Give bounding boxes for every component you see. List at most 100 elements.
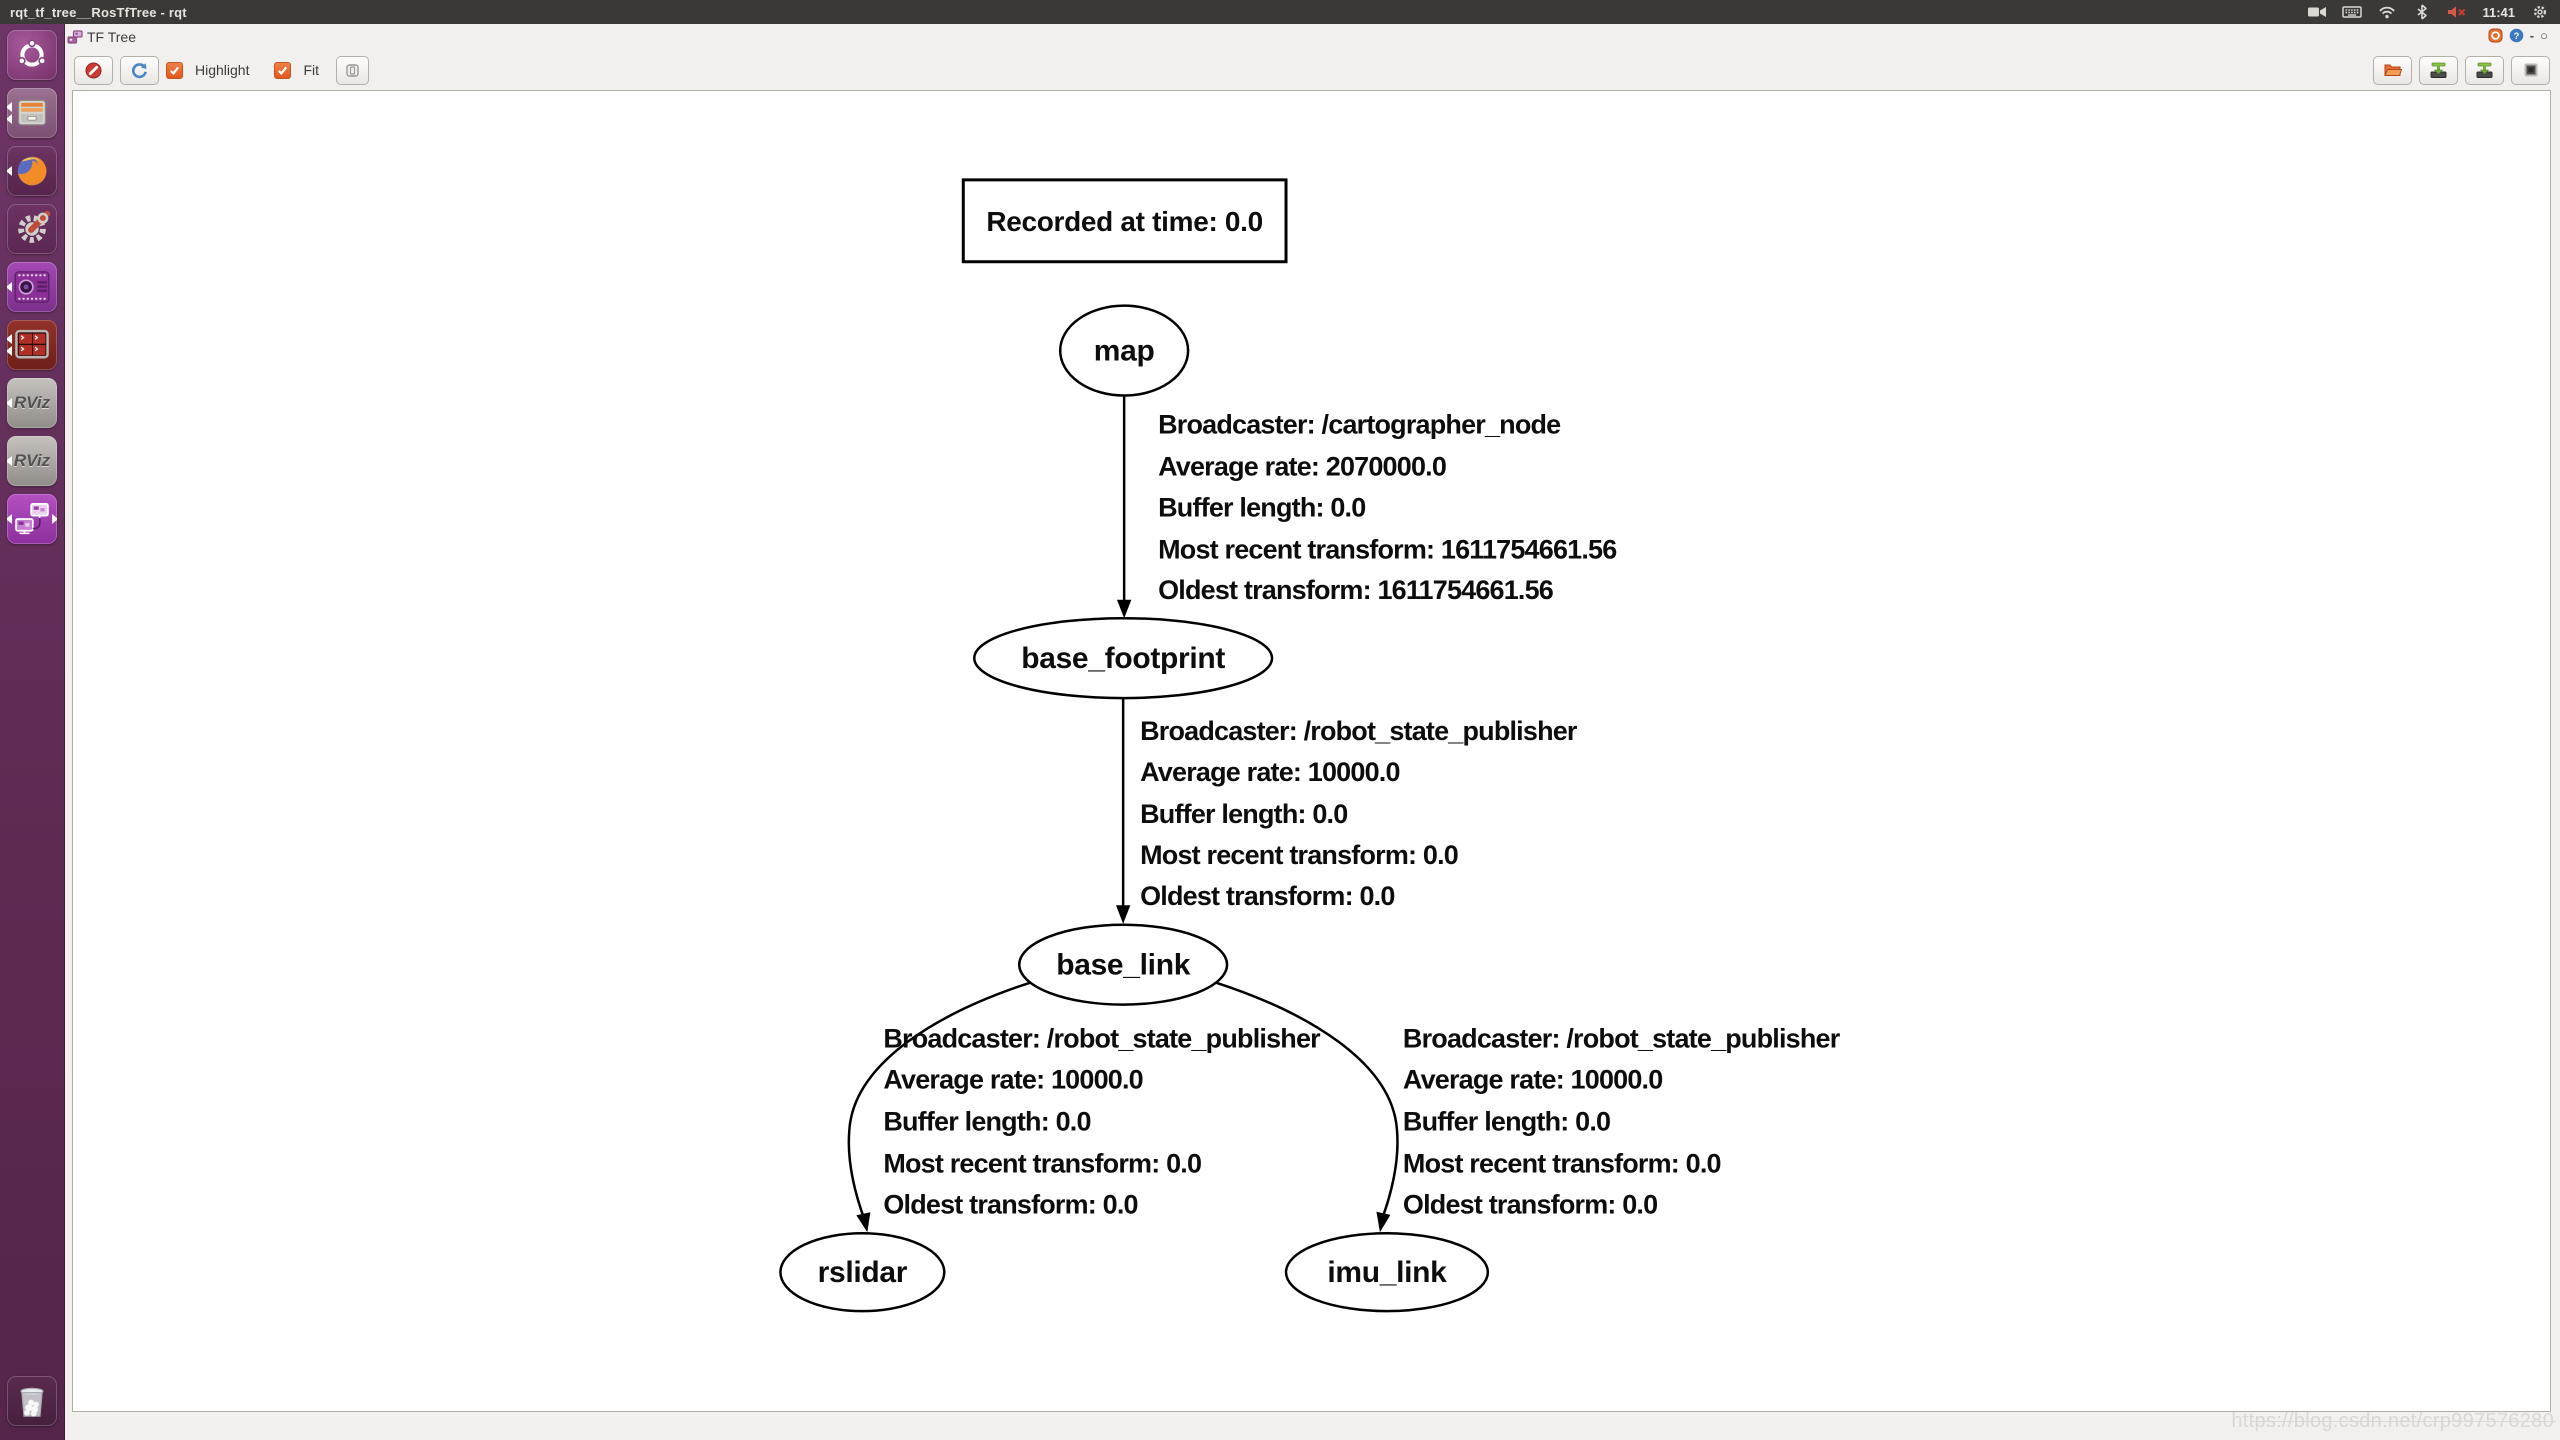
running-arrow <box>7 114 12 124</box>
node-base-link <box>1017 923 1229 1006</box>
fit-label[interactable]: Fit <box>303 62 320 78</box>
dock-help-icon[interactable]: ? <box>2509 28 2524 43</box>
rviz-logo-text: RViz <box>13 393 51 412</box>
screenshot-button[interactable] <box>2511 55 2550 85</box>
recorded-time-box <box>961 178 1288 264</box>
svg-text:Average rate: 2070000.0: Average rate: 2070000.0 <box>1158 451 1446 481</box>
svg-text:Most recent transform: 0.0: Most recent transform: 0.0 <box>883 1148 1201 1178</box>
launcher-item-rviz-2[interactable]: RViz <box>7 436 57 486</box>
tf-graph-canvas[interactable]: Recorded at time: 0.0 map base_footprint… <box>72 90 2551 1412</box>
clear-button[interactable] <box>74 55 113 85</box>
svg-text:Broadcaster: /robot_state_publ: Broadcaster: /robot_state_publisher <box>883 1024 1321 1054</box>
highlight-label[interactable]: Highlight <box>195 62 250 78</box>
svg-text:?: ? <box>2513 31 2519 42</box>
ubuntu-logo-icon <box>17 39 47 67</box>
fit-checkbox[interactable] <box>274 61 292 79</box>
node-label-rslidar: rslidar <box>818 1256 908 1289</box>
running-arrow <box>7 166 12 176</box>
svg-text:Buffer length: 0.0: Buffer length: 0.0 <box>1158 492 1365 522</box>
edge-label-baselink-imulink: Broadcaster: /robot_state_publisher Aver… <box>1403 1024 1842 1220</box>
refresh-icon <box>132 62 147 78</box>
edge-label-map-basefootprint: Broadcaster: /cartographer_node Average … <box>1158 409 1618 605</box>
open-dot-file-button[interactable] <box>2373 55 2412 85</box>
node-imu-link <box>1284 1232 1490 1313</box>
running-arrow <box>7 102 12 112</box>
tf-tree-toolbar: Highlight Fit <box>64 50 2560 90</box>
save-snapshot-icon <box>346 63 359 77</box>
watermark: https://blog.csdn.net/crp997576280 <box>2231 1410 2554 1432</box>
save-as-image-button[interactable] <box>2465 55 2504 85</box>
save-snapshot-button[interactable] <box>336 55 370 85</box>
arrowhead <box>1116 599 1132 619</box>
video-recorder-icon[interactable] <box>2307 4 2327 20</box>
arrowhead <box>1376 1211 1391 1233</box>
highlight-checkbox[interactable] <box>166 61 183 79</box>
rqt-icon <box>15 503 49 535</box>
dock-titlebar: TF Tree ? - ○ <box>64 24 2560 50</box>
rviz-logo-text: RViz <box>13 451 51 470</box>
svg-text:Buffer length: 0.0: Buffer length: 0.0 <box>1140 799 1347 829</box>
svg-text:Most recent transform: 1611754: Most recent transform: 1611754661.56 <box>1158 534 1617 564</box>
launcher-item-ubuntu-dash[interactable] <box>7 30 57 80</box>
dock-minimize-button[interactable]: - <box>2529 27 2535 43</box>
terminator-icon <box>15 329 49 359</box>
edge-label-baselink-rslidar: Broadcaster: /robot_state_publisher Aver… <box>883 1024 1322 1220</box>
arrowhead <box>1115 905 1131 924</box>
clock[interactable]: 11:41 <box>2482 4 2515 20</box>
svg-text:Broadcaster: /cartographer_nod: Broadcaster: /cartographer_node <box>1158 409 1561 439</box>
svg-text:Oldest transform: 0.0: Oldest transform: 0.0 <box>1140 881 1394 911</box>
dock-restore-button[interactable]: ○ <box>2540 27 2548 43</box>
trash-icon <box>20 1387 44 1417</box>
edge-baselink-rslidar <box>847 981 1031 1220</box>
edge-baselink-imulink <box>1215 981 1399 1220</box>
svg-text:Oldest transform: 0.0: Oldest transform: 0.0 <box>883 1189 1137 1219</box>
indicator-area: 11:41 <box>2307 4 2560 20</box>
running-arrow <box>7 456 12 466</box>
top-panel: rqt_tf_tree__RosTfTree - rqt 11:41 <box>0 0 2560 24</box>
launcher-item-terminator[interactable] <box>7 320 57 370</box>
svg-text:Oldest transform: 1611754661.5: Oldest transform: 1611754661.56 <box>1158 575 1554 605</box>
node-label-imu-link: imu_link <box>1327 1256 1447 1289</box>
running-arrow <box>7 346 12 356</box>
watermark-line <box>2250 1421 2556 1422</box>
edge-label-basefootprint-baselink: Broadcaster: /robot_state_publisher Aver… <box>1140 716 1579 911</box>
settings-gear-wrench-icon <box>18 210 51 243</box>
refresh-button[interactable] <box>120 55 159 85</box>
svg-text:Oldest transform: 0.0: Oldest transform: 0.0 <box>1403 1189 1657 1219</box>
launcher-item-settings[interactable] <box>7 204 57 254</box>
launcher-item-rviz-1[interactable]: RViz <box>7 378 57 428</box>
launcher-item-trash[interactable] <box>7 1376 57 1426</box>
dock-settings-icon[interactable] <box>2488 28 2503 43</box>
svg-text:Average rate: 10000.0: Average rate: 10000.0 <box>1140 757 1400 787</box>
window-title: rqt_tf_tree__RosTfTree - rqt <box>10 4 187 20</box>
launcher-item-firefox[interactable] <box>7 146 57 196</box>
launcher-item-recorder[interactable] <box>7 262 57 312</box>
volume-muted-icon[interactable] <box>2447 4 2467 20</box>
check-icon <box>170 66 180 75</box>
wifi-icon[interactable] <box>2377 4 2397 20</box>
running-arrow <box>7 282 12 292</box>
svg-text:Most recent transform: 0.0: Most recent transform: 0.0 <box>1140 840 1458 870</box>
svg-text:Broadcaster: /robot_state_publ: Broadcaster: /robot_state_publisher <box>1140 716 1578 746</box>
node-rslidar <box>779 1232 946 1313</box>
save-dot-graph-button[interactable] <box>2419 55 2458 85</box>
svg-text:Broadcaster: /robot_state_publ: Broadcaster: /robot_state_publisher <box>1403 1024 1841 1054</box>
keyboard-icon[interactable] <box>2342 4 2363 20</box>
open-folder-icon <box>2384 64 2402 76</box>
svg-text:Average rate: 10000.0: Average rate: 10000.0 <box>883 1064 1143 1094</box>
save-drive-icon <box>2476 62 2493 78</box>
rqt-window: TF Tree ? - ○ Highlight Fit <box>64 24 2560 1440</box>
svg-text:Buffer length: 0.0: Buffer length: 0.0 <box>883 1106 1090 1136</box>
node-label-map: map <box>1094 335 1155 368</box>
svg-text:Buffer length: 0.0: Buffer length: 0.0 <box>1403 1106 1610 1136</box>
tf-tree-graph: Recorded at time: 0.0 map base_footprint… <box>779 178 1842 1313</box>
launcher-item-rqt[interactable] <box>7 494 57 544</box>
screenshot-icon <box>2524 63 2537 77</box>
session-gear-icon[interactable] <box>2530 4 2550 20</box>
bluetooth-icon[interactable] <box>2412 4 2432 20</box>
active-arrow <box>52 514 57 524</box>
launcher-item-files[interactable] <box>7 88 57 138</box>
node-label-base-link: base_link <box>1056 949 1191 982</box>
tf-tree-plugin-icon <box>67 29 83 44</box>
